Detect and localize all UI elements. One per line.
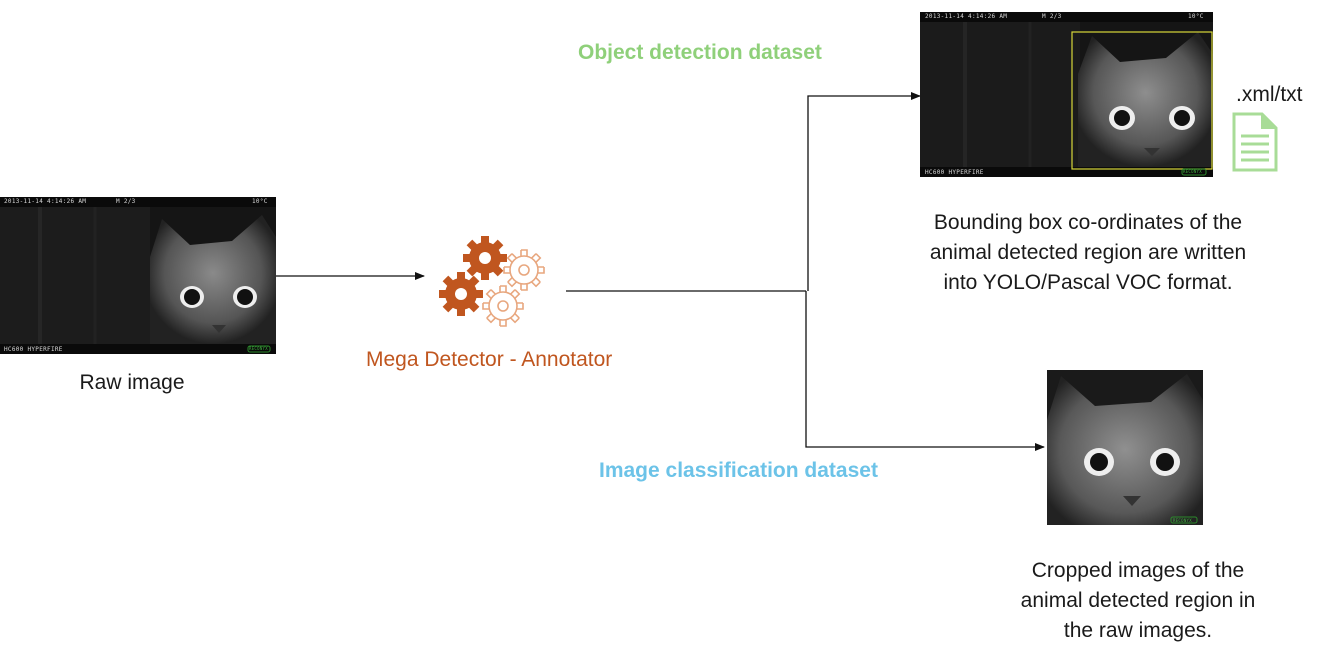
detection-timestamp: 2013-11-14 4:14:26 AM: [925, 13, 1008, 20]
arrow-to-detection: [807, 92, 921, 291]
classification-image: RECONYX: [1047, 370, 1203, 525]
cat-photo-with-bbox: [920, 12, 1213, 177]
classification-description: Cropped images of the animal detected re…: [960, 556, 1316, 646]
gears-icon: [439, 236, 545, 327]
classification-description-line: Cropped images of the: [1031, 559, 1245, 582]
file-extension-label: .xml/txt: [1236, 83, 1303, 106]
detection-heading: Object detection dataset: [578, 41, 822, 64]
detection-frame: M 2/3: [1042, 13, 1062, 20]
annotator-label: Mega Detector - Annotator: [366, 348, 613, 371]
classification-heading: Image classification dataset: [599, 459, 878, 482]
raw-temp: 10°C: [252, 198, 268, 205]
cropped-cat-photo: [1047, 370, 1203, 525]
detection-brand: RECONYX: [1183, 169, 1202, 174]
cat-photo: [0, 197, 276, 354]
detection-temp: 10°C: [1188, 13, 1204, 20]
detection-description-line: into YOLO/Pascal VOC format.: [943, 271, 1233, 294]
classification-description-line: the raw images.: [1063, 619, 1213, 642]
bounding-box: [1071, 31, 1213, 170]
detection-camera-model: HC600 HYPERFIRE: [925, 169, 984, 176]
raw-image-caption: Raw image: [79, 371, 185, 394]
raw-timestamp: 2013-11-14 4:14:26 AM: [4, 198, 87, 205]
detection-description: Bounding box co-ordinates of the animal …: [876, 208, 1300, 298]
raw-image: 2013-11-14 4:14:26 AM M 2/3 10°C HC600 H…: [0, 197, 276, 354]
classification-description-line: animal detected region in: [1020, 589, 1256, 612]
document-icon: [1232, 112, 1278, 172]
detection-description-line: Bounding box co-ordinates of the: [933, 211, 1243, 234]
detection-image: 2013-11-14 4:14:26 AM M 2/3 10°C HC600 H…: [920, 12, 1213, 177]
classification-brand: RECONYX: [1173, 518, 1192, 523]
raw-brand: RECONYX: [249, 346, 268, 351]
raw-frame: M 2/3: [116, 198, 136, 205]
detection-description-line: animal detected region are written: [929, 241, 1247, 264]
arrow-to-classification: [805, 291, 1045, 451]
raw-camera-model: HC600 HYPERFIRE: [4, 346, 63, 353]
